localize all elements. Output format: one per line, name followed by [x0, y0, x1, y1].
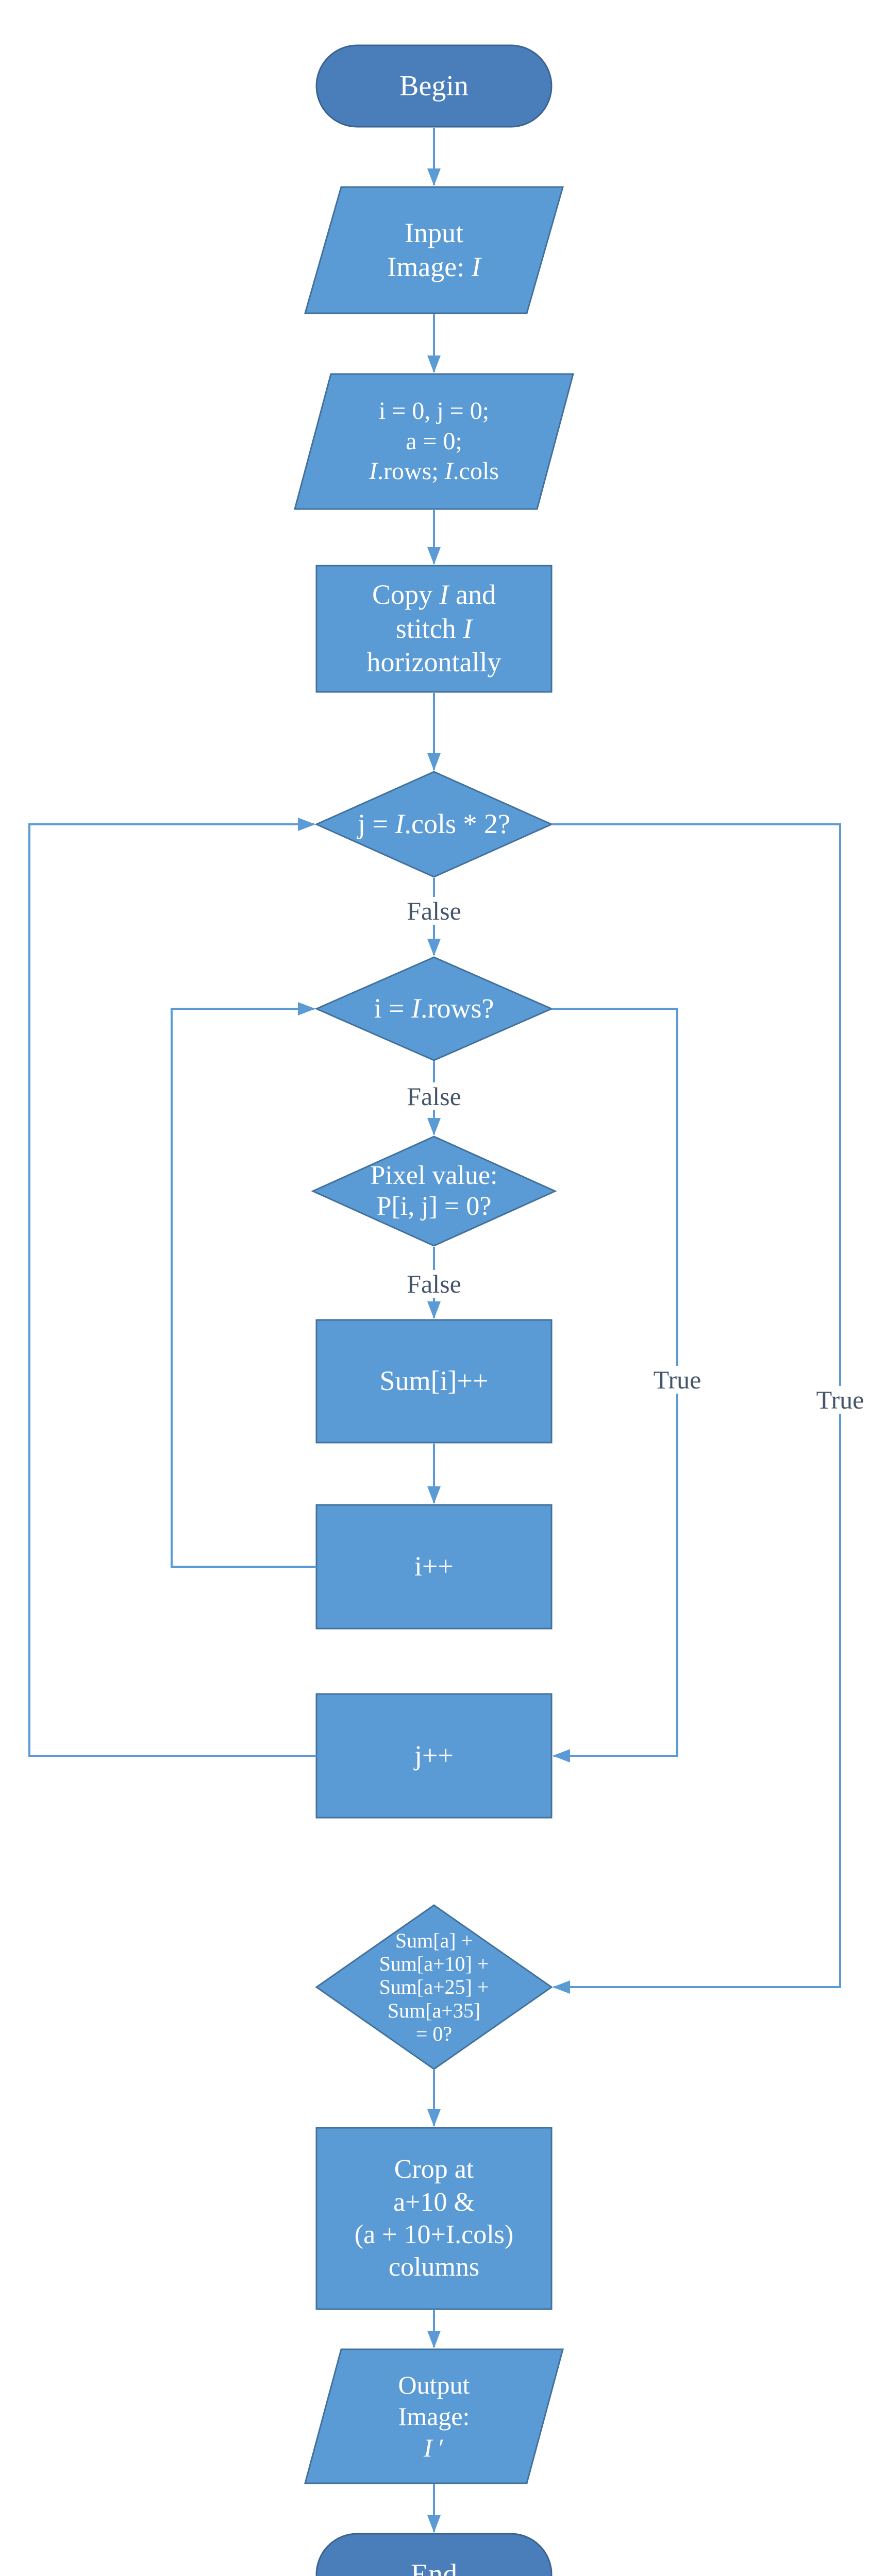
node-check-sum-label: Sum[a] + Sum[a+10] + Sum[a+25] + Sum[a+3… [379, 1929, 489, 2045]
node-check-pixel-shape [311, 1136, 557, 1247]
node-i-inc-shape [315, 1504, 553, 1630]
node-end-shape [315, 2533, 553, 2576]
node-i-inc-label: i++ [414, 1551, 454, 1582]
node-output-shape [304, 2348, 564, 2484]
node-crop-label: Crop at a+10 & (a + 10+I.cols) columns [354, 2155, 514, 2282]
edge-label-check-i-true: True [647, 1366, 708, 1394]
node-input-shape [304, 186, 564, 314]
node-check-j-label: j = I.cols * 2? [358, 808, 510, 840]
edge-label-check-j-true: True [810, 1386, 871, 1414]
node-check-j-shape [314, 771, 554, 878]
node-check-sum-shape [315, 1904, 553, 2070]
edge-label-check-pixel-false: False [400, 1270, 467, 1298]
node-crop-shape [315, 2127, 553, 2310]
node-copy-shape [315, 565, 553, 693]
edge-check-j-true-check-sum [551, 823, 841, 1994]
terminator-nodes [315, 44, 553, 2576]
node-check-pixel-label: Pixel value: P[i, j] = 0? [370, 1161, 498, 1221]
edge-label-check-j-false: False [400, 897, 467, 925]
node-sum-inc-shape [315, 1319, 553, 1444]
edge-i-inc-loop-check-i [171, 1002, 316, 1568]
process-nodes [294, 186, 574, 2484]
node-init-shape [294, 373, 574, 510]
node-check-i-label: i = I.rows? [374, 993, 494, 1024]
node-begin-label: Begin [399, 70, 469, 102]
edge-label-check-i-false: False [400, 1082, 467, 1110]
node-end-label: End [410, 2558, 458, 2576]
node-j-inc-label: j++ [414, 1740, 454, 1771]
node-input-label: Input Image: I [387, 217, 481, 282]
node-output-label: Output Image: I ′ [398, 2370, 470, 2462]
node-begin-shape [315, 44, 553, 128]
node-copy-label: Copy I and stitch I horizontally [366, 579, 501, 678]
node-init-label: i = 0, j = 0; a = 0; I.rows; I.cols [369, 397, 499, 485]
node-sum-inc-label: Sum[i]++ [379, 1365, 489, 1397]
edge-j-inc-loop-check-j [28, 818, 316, 1757]
node-j-inc-shape [315, 1693, 553, 1819]
node-check-i-shape [314, 956, 554, 1061]
